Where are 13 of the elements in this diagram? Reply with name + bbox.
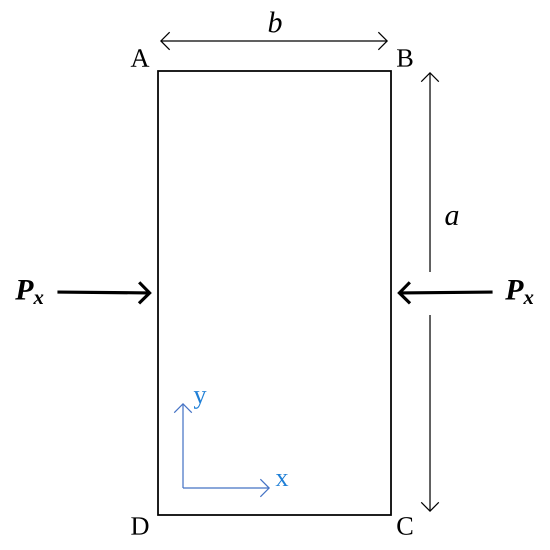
axis-label: x <box>276 474 288 486</box>
corner-label: D <box>131 517 148 535</box>
dimension-label: b <box>268 12 282 33</box>
force-label: P$_{x}$ <box>15 280 44 304</box>
force-label: P$_{x}$ <box>505 280 534 304</box>
corner-label: C <box>397 517 412 535</box>
plate-rectangle <box>157 70 392 516</box>
dimension-label: a <box>445 210 458 226</box>
corner-label: B <box>397 49 412 67</box>
force-arrow <box>57 281 152 304</box>
corner-label: A <box>130 49 150 67</box>
axis-label: y <box>194 391 206 409</box>
force-arrow <box>397 281 493 304</box>
